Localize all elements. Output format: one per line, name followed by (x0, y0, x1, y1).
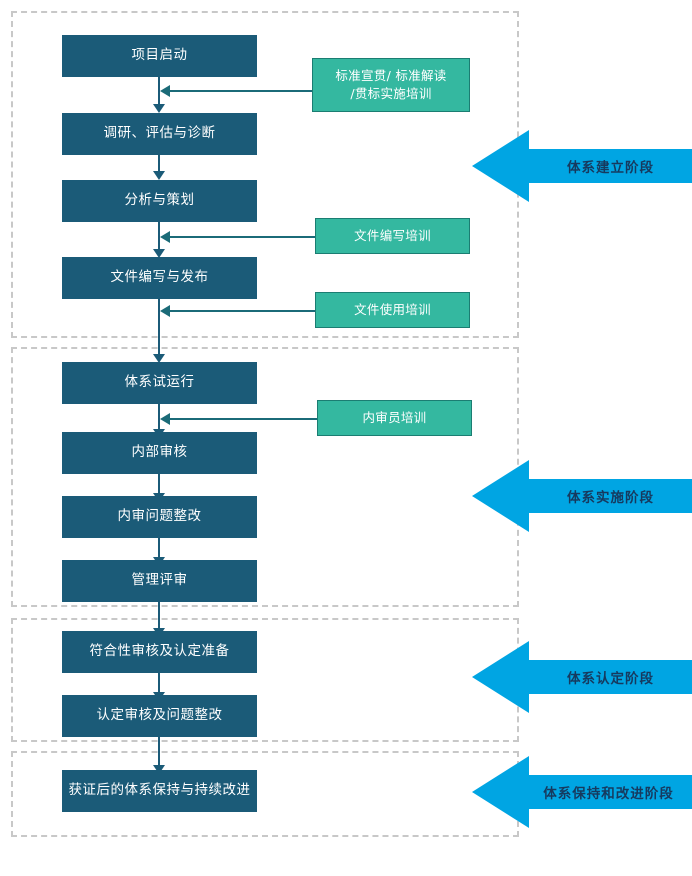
phase-arrow-label-certification: 体系认定阶段 (567, 671, 654, 687)
training-box-document-usage[interactable]: 文件使用培训 (315, 292, 470, 328)
step-box-project-kickoff[interactable]: 项目启动 (62, 35, 257, 77)
training-box-internal-auditor[interactable]: 内审员培训 (317, 400, 472, 436)
connector-step3-step4 (158, 222, 160, 254)
step-box-internal-audit[interactable]: 内部审核 (62, 432, 257, 474)
connector-arrowhead-step1-step2 (153, 104, 165, 113)
phase-arrow-shape (472, 641, 692, 713)
step-box-trial-operation[interactable]: 体系试运行 (62, 362, 257, 404)
step-label: 认定审核及问题整改 (96, 707, 223, 724)
connector-arrowhead-step3-step4 (153, 249, 165, 258)
step-box-document-writing[interactable]: 文件编写与发布 (62, 257, 257, 299)
step-box-management-review[interactable]: 管理评审 (62, 560, 257, 602)
connector-arrowhead-step4-step5 (153, 354, 165, 363)
step-label: 获证后的体系保持与持续改进 (68, 782, 251, 799)
connector-arrowhead-training1 (160, 85, 170, 97)
step-box-research-assessment[interactable]: 调研、评估与诊断 (62, 113, 257, 155)
step-box-post-certification-maintenance[interactable]: 获证后的体系保持与持续改进 (62, 770, 257, 812)
step-label: 体系试运行 (124, 374, 195, 391)
phase-arrow-shape (472, 756, 692, 828)
connector-step6-step7 (158, 474, 160, 498)
connector-step1-step2 (158, 77, 160, 109)
step-label: 符合性审核及认定准备 (89, 643, 230, 660)
phase-arrow-certification[interactable] (472, 636, 692, 718)
connector-step7-step8 (158, 538, 160, 562)
step-label: 内审问题整改 (117, 508, 202, 525)
training-label: 文件使用培训 (354, 301, 431, 317)
phase-arrow-establishment[interactable] (472, 125, 692, 207)
phase-arrow-implementation[interactable] (472, 455, 692, 537)
step-label: 调研、评估与诊断 (103, 125, 216, 142)
step-label: 文件编写与发布 (110, 269, 209, 286)
training-label-line1: 标准宣贯/ 标准解读 (335, 67, 447, 83)
training-box-document-writing[interactable]: 文件编写培训 (315, 218, 470, 254)
connector-training1 (168, 90, 312, 92)
phase-arrow-label-implementation: 体系实施阶段 (567, 490, 654, 506)
training-label: 文件编写培训 (354, 227, 431, 243)
connector-training2 (168, 236, 315, 238)
training-label: 内审员培训 (362, 409, 427, 425)
connector-step5-step6 (158, 404, 160, 434)
step-box-audit-rectification[interactable]: 内审问题整改 (62, 496, 257, 538)
connector-arrowhead-training3 (160, 305, 170, 317)
connector-step8-step9 (158, 602, 160, 633)
connector-step2-step3 (158, 155, 160, 175)
phase-arrow-shape (472, 460, 692, 532)
connector-training4 (168, 418, 317, 420)
step-label: 内部审核 (131, 444, 188, 461)
step-box-certification-audit[interactable]: 认定审核及问题整改 (62, 695, 257, 737)
connector-arrowhead-training2 (160, 231, 170, 243)
connector-training3 (168, 310, 315, 312)
connector-arrowhead-step2-step3 (153, 171, 165, 180)
phase-arrow-label-maintenance: 体系保持和改进阶段 (543, 786, 674, 802)
step-label: 管理评审 (131, 572, 188, 589)
phase-arrow-shape (472, 130, 692, 202)
step-box-compliance-review[interactable]: 符合性审核及认定准备 (62, 631, 257, 673)
connector-step10-step11 (158, 737, 160, 772)
phase-arrow-maintenance[interactable] (472, 751, 692, 833)
connector-step4-step5 (158, 299, 160, 359)
phase-arrow-label-establishment: 体系建立阶段 (567, 160, 654, 176)
step-box-analysis-planning[interactable]: 分析与策划 (62, 180, 257, 222)
step-label: 项目启动 (131, 47, 188, 64)
connector-step9-step10 (158, 673, 160, 697)
training-label-line2: /贯标实施培训 (350, 86, 432, 101)
step-label: 分析与策划 (124, 192, 195, 209)
connector-arrowhead-step10-step11 (153, 765, 165, 774)
training-box-standard-interpretation[interactable]: 标准宣贯/ 标准解读 /贯标实施培训 (312, 58, 470, 112)
connector-arrowhead-training4 (160, 413, 170, 425)
